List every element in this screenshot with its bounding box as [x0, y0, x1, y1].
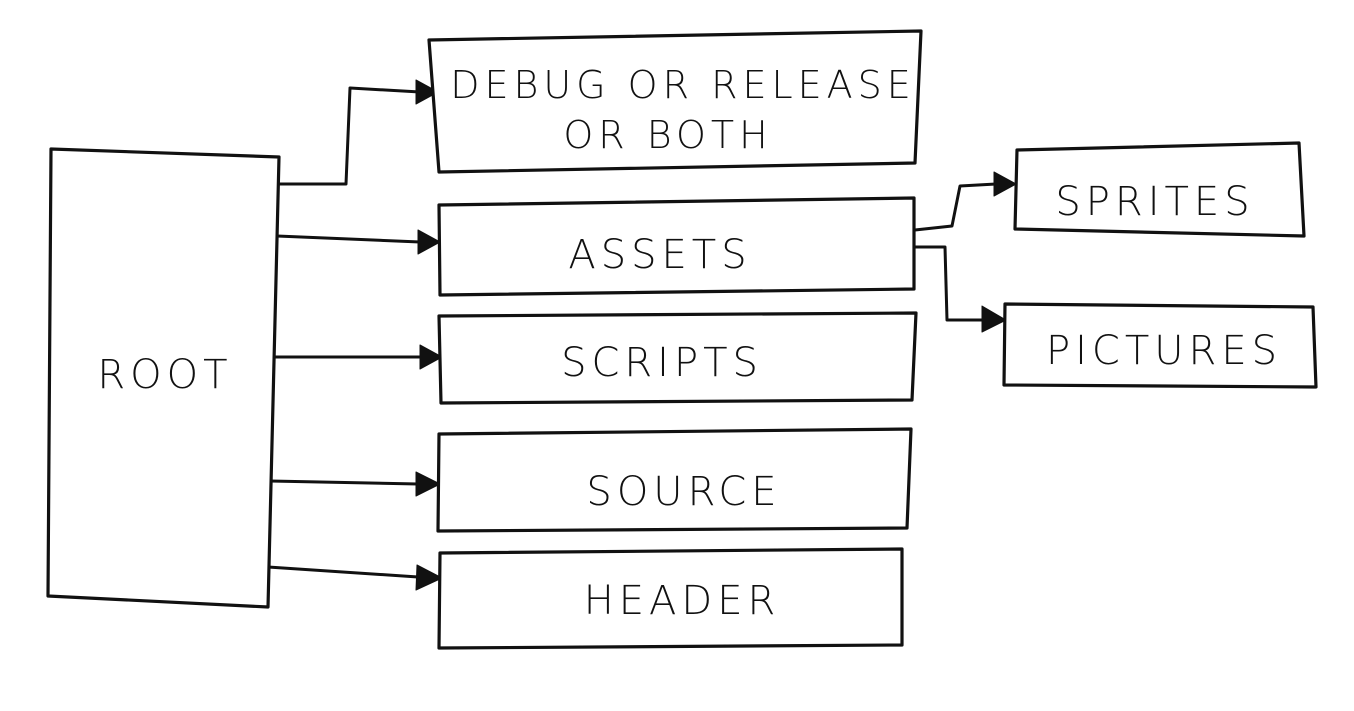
- arrowhead-debug: [415, 79, 439, 105]
- source-label: SOURCE: [586, 469, 781, 515]
- node-sprites: SPRITES: [1013, 141, 1306, 238]
- debug-release-label-line1: DEBUG OR RELEASE: [450, 63, 916, 107]
- edge-assets-to-sprites: [913, 182, 998, 232]
- node-header: HEADER: [437, 547, 904, 650]
- debug-release-label-line2: OR BOTH: [563, 113, 772, 157]
- scripts-box: [437, 311, 918, 405]
- arrowhead-assets: [417, 229, 441, 255]
- arrowhead-source: [415, 471, 441, 497]
- arrowhead-sprites: [993, 171, 1017, 197]
- node-scripts: SCRIPTS: [437, 311, 918, 405]
- connectors: [266, 79, 1017, 591]
- node-debug-or-release: DEBUG OR RELEASE OR BOTH: [427, 29, 923, 174]
- edge-root-to-assets: [275, 234, 422, 244]
- node-source: SOURCE: [436, 427, 913, 533]
- node-assets: ASSETS: [437, 196, 916, 297]
- assets-label: ASSETS: [568, 232, 751, 278]
- arrowhead-pictures: [981, 305, 1007, 333]
- edge-root-to-header: [266, 565, 420, 579]
- header-box: [437, 547, 904, 650]
- node-pictures: PICTURES: [1002, 302, 1318, 389]
- header-label: HEADER: [584, 578, 781, 624]
- source-box: [436, 427, 913, 533]
- root-box: [46, 147, 281, 609]
- arrowhead-header: [415, 564, 443, 591]
- root-label: ROOT: [97, 352, 232, 398]
- sprites-label: SPRITES: [1055, 179, 1254, 225]
- sprites-box: [1013, 141, 1306, 238]
- assets-box: [437, 196, 916, 297]
- edge-root-to-source: [268, 479, 420, 486]
- arrowhead-scripts: [419, 344, 443, 370]
- edge-root-to-debug: [277, 86, 422, 186]
- pictures-box: [1002, 302, 1318, 389]
- scripts-label: SCRIPTS: [561, 340, 763, 386]
- pictures-label: PICTURES: [1046, 328, 1282, 374]
- debug-release-box: [427, 29, 923, 174]
- edge-assets-to-pictures: [913, 245, 986, 322]
- node-root: ROOT: [46, 147, 281, 609]
